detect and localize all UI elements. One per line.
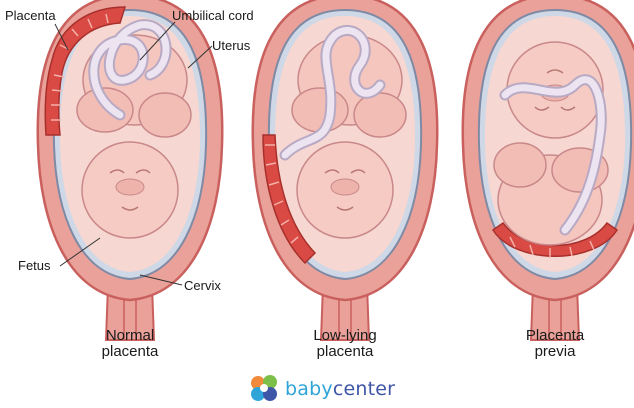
uterus-placenta-previa (463, 0, 634, 340)
label-fetus: Fetus (18, 258, 51, 273)
caption-line: previa (480, 344, 630, 360)
caption-normal-placenta: Normal placenta (55, 328, 205, 360)
brand-part-baby: baby (285, 378, 333, 400)
caption-line: Placenta (480, 328, 630, 344)
caption-line: Normal (55, 328, 205, 344)
caption-placenta-previa: Placenta previa (480, 328, 630, 360)
label-uterus: Uterus (212, 38, 250, 53)
babycenter-wordmark: babycenter (285, 378, 395, 400)
caption-line: Low-lying (270, 328, 420, 344)
babycenter-logo: babycenter (248, 373, 280, 403)
caption-line: placenta (270, 344, 420, 360)
label-placenta: Placenta (5, 8, 56, 23)
caption-low-lying-placenta: Low-lying placenta (270, 328, 420, 360)
babycenter-logo-icon (248, 373, 280, 403)
label-cervix: Cervix (184, 278, 221, 293)
caption-line: placenta (55, 344, 205, 360)
brand-part-center: center (333, 378, 395, 400)
label-umbilical-cord: Umbilical cord (172, 8, 254, 23)
uterus-low-lying (253, 0, 437, 340)
